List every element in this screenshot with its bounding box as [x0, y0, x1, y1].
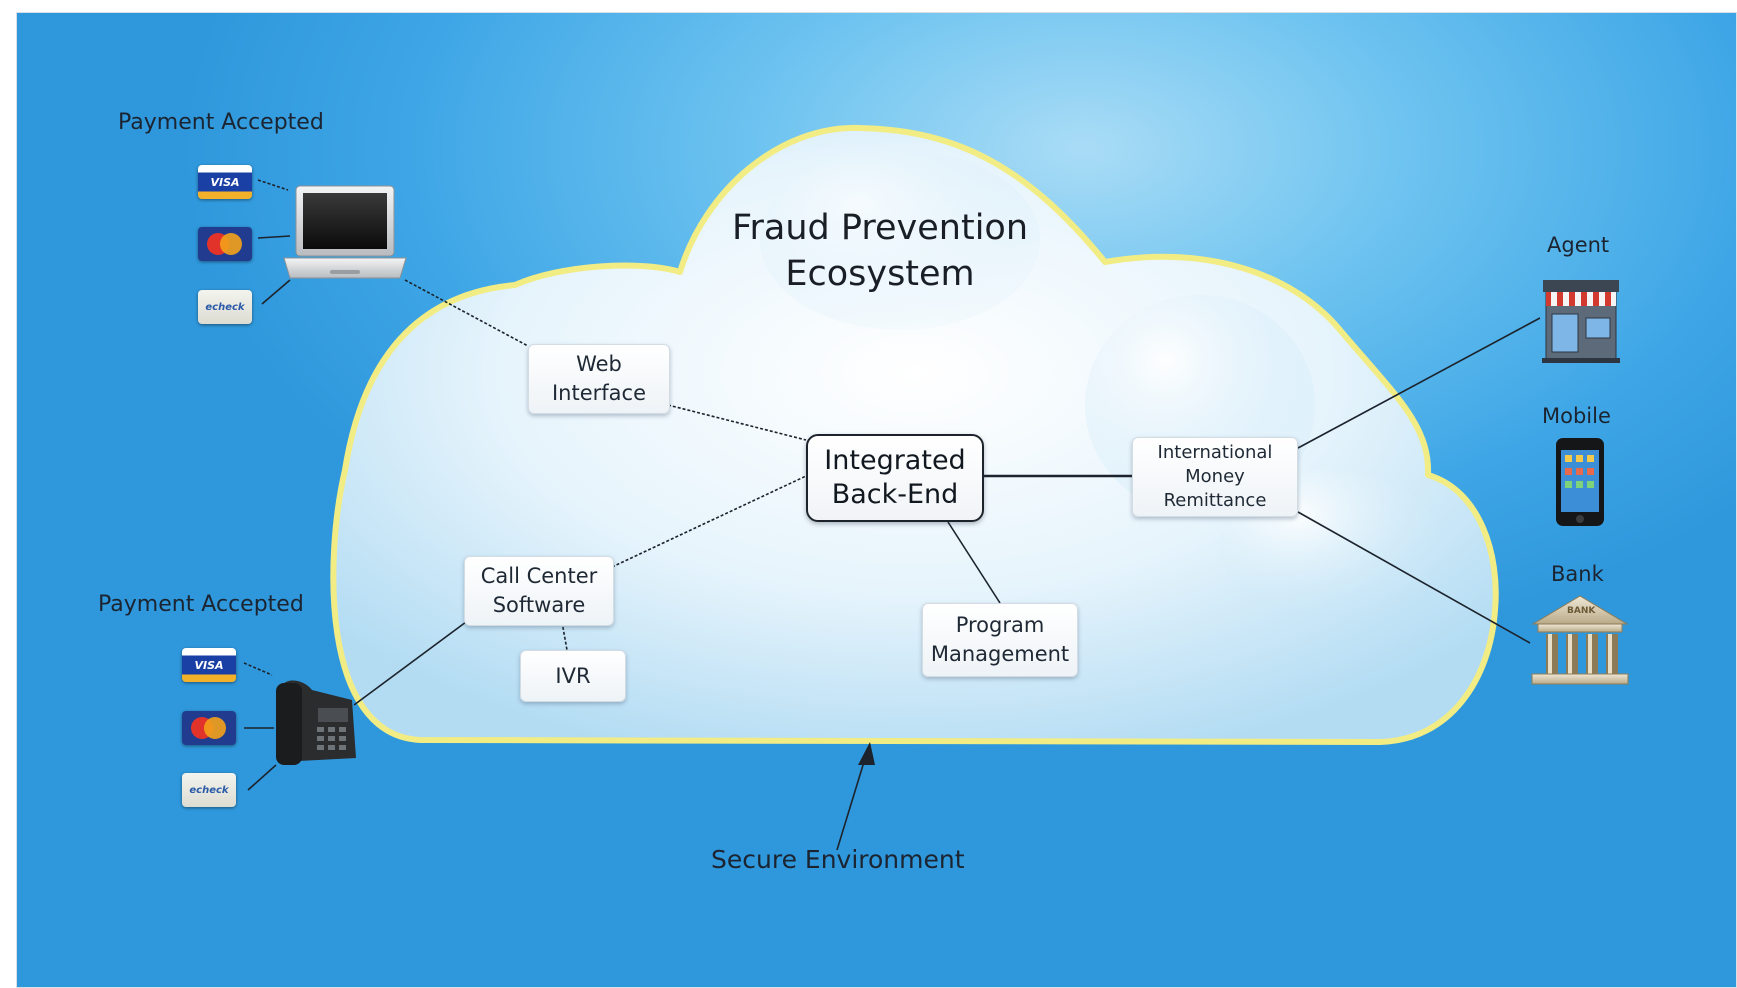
connector-visa-laptop: [257, 179, 289, 191]
visa-card-icon: VISA: [198, 165, 252, 199]
echeck-card-text: echeck: [205, 301, 245, 313]
call-center-line-2: Software: [492, 593, 586, 617]
back-end-line-2: Back-End: [831, 479, 959, 510]
connector-imr-agent: [1297, 317, 1541, 449]
bank-sign-text: BANK: [1567, 606, 1596, 616]
connector-secure-arrow: [836, 751, 868, 851]
connector-imr-bank: [1297, 511, 1531, 644]
connector-callcenter-core: [611, 475, 807, 568]
title-line-1: Fraud Prevention: [731, 208, 1029, 248]
connector-laptop-web: [404, 279, 529, 347]
call-center-line-1: Call Center: [480, 564, 598, 588]
connector-ach-laptop: [261, 279, 291, 305]
bank-label: Bank: [1551, 562, 1604, 586]
connector-mc-laptop: [257, 235, 291, 239]
laptop-icon: [283, 185, 407, 279]
echeck-card-icon: echeck: [198, 290, 252, 324]
echeck-card-text: echeck: [189, 784, 229, 796]
program-line-2: Management: [930, 642, 1070, 666]
visa-card-icon: VISA: [182, 648, 236, 682]
diagram-title: Fraud Prevention Ecosystem: [700, 205, 1060, 297]
program-line-1: Program: [955, 613, 1045, 637]
ivr-node: IVR: [520, 650, 626, 702]
visa-card-text: VISA: [194, 658, 224, 672]
arrow-head: [858, 742, 875, 765]
bank-building-icon: [1531, 595, 1629, 685]
secure-environment-label: Secure Environment: [711, 845, 965, 874]
desk-phone-icon: [276, 680, 356, 765]
mastercard-icon: [182, 711, 236, 745]
web-interface-line-1: Web: [576, 352, 622, 376]
echeck-card-icon: echeck: [182, 773, 236, 807]
web-interface-line-2: Interface: [551, 381, 647, 405]
imr-line-1: International: [1157, 442, 1273, 463]
store-icon: [1542, 280, 1620, 363]
payment-accepted-label-bottom: Payment Accepted: [98, 592, 304, 617]
connector-web-core: [667, 404, 807, 441]
visa-card-text: VISA: [210, 175, 240, 189]
connector-ach-phone: [247, 764, 277, 791]
title-line-2: Ecosystem: [785, 254, 975, 294]
connector-phone-callcenter: [353, 621, 467, 706]
agent-label: Agent: [1547, 233, 1610, 257]
mobile-label: Mobile: [1542, 404, 1611, 428]
ivr-label: IVR: [555, 663, 591, 688]
mastercard-icon: [198, 227, 252, 261]
smartphone-icon: [1556, 438, 1604, 526]
payment-accepted-label-top: Payment Accepted: [118, 110, 324, 135]
back-end-line-1: Integrated: [824, 445, 966, 476]
imr-line-2: Money: [1185, 466, 1245, 487]
connectors: [243, 179, 1541, 851]
connector-visa-phone: [243, 662, 273, 676]
imr-line-3: Remittance: [1163, 490, 1267, 511]
connector-core-program: [947, 521, 1001, 604]
